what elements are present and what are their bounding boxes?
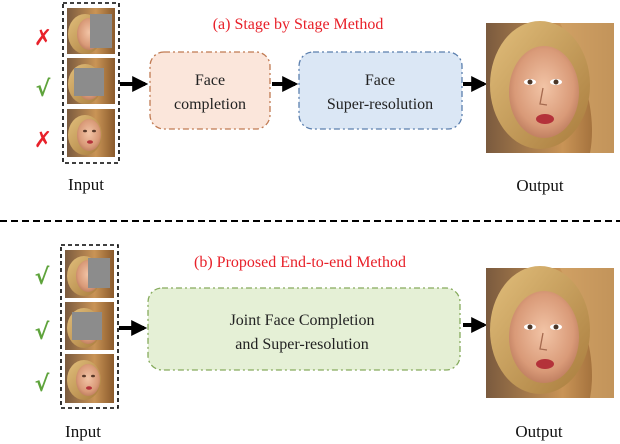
face-sr-box (298, 51, 463, 130)
face-completion-box (149, 51, 271, 130)
stage-a-output-image (486, 21, 614, 153)
stage-b-input-thumbnail-3 (65, 354, 114, 403)
face-completion-line-1: Face (195, 72, 225, 89)
stage-b-title: (b) Proposed End-to-end Method (194, 254, 406, 271)
stage-b-mark-3: √ (35, 372, 50, 397)
stage-b-input-thumbnail-2 (65, 302, 114, 350)
stage-b-input-thumbnail-1 (65, 250, 114, 298)
stage-a-input-frame (62, 2, 120, 164)
stage-b-mark-1: √ (35, 265, 50, 290)
stage-b-mark-2: √ (35, 320, 50, 345)
stage-a-output-label: Output (516, 176, 564, 195)
stage-a-input-thumbnail-1 (67, 8, 115, 54)
stage-a-title: (a) Stage by Stage Method (213, 16, 384, 33)
stage-a-mark-3: ✗ (34, 128, 52, 153)
stage-a-input-label: Input (68, 175, 104, 194)
joint-box (147, 287, 461, 371)
stage-b-input-label: Input (65, 422, 101, 441)
stage-a-mark-2: √ (36, 77, 51, 102)
joint-box-line-2: and Super-resolution (235, 336, 368, 353)
stage-a-input-thumbnail-3 (67, 109, 115, 157)
stage-a-input-thumbnail-2 (67, 58, 115, 104)
stage-b-output-image (486, 266, 614, 398)
face-sr-line-2: Super-resolution (327, 96, 433, 113)
joint-box-line-1: Joint Face Completion (230, 312, 375, 329)
face-completion-line-2: completion (174, 96, 246, 113)
face-sr-line-1: Face (365, 72, 395, 89)
stage-b-input-frame (60, 244, 119, 409)
stage-a-mark-1: ✗ (34, 26, 52, 51)
stage-b-output-label: Output (515, 422, 563, 441)
